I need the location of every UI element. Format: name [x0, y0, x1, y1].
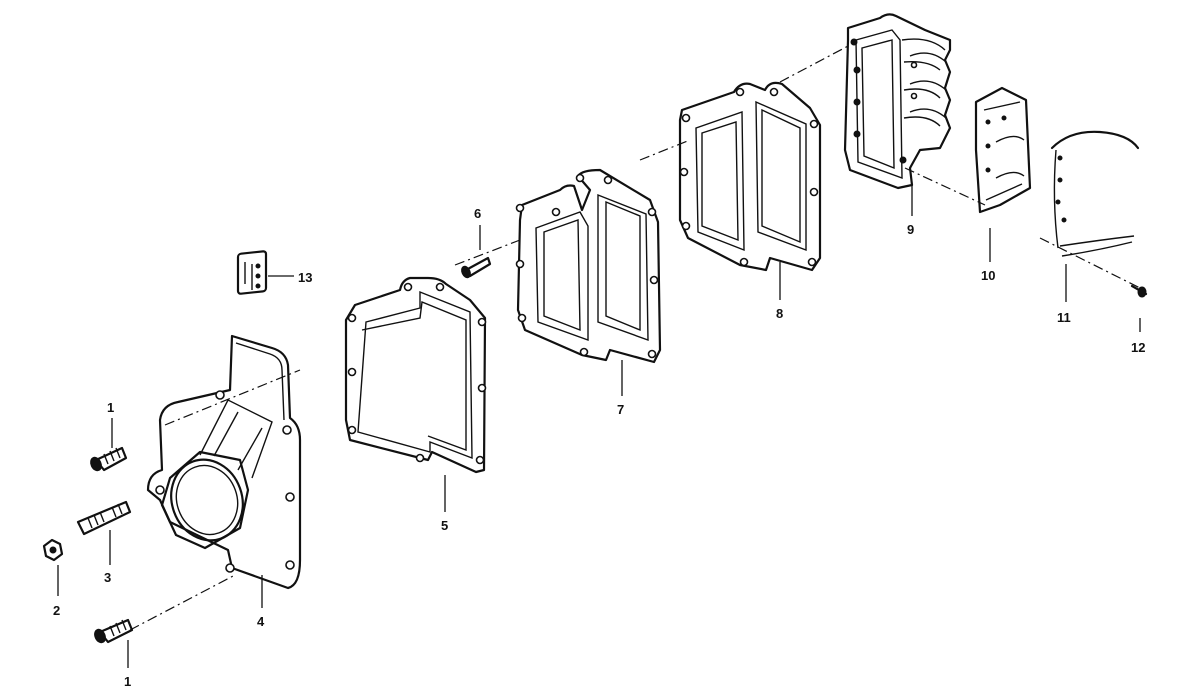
callout-1-lower: 1 — [124, 674, 131, 689]
callout-7: 7 — [617, 402, 624, 417]
callout-labels: 1 1 2 3 4 5 6 7 8 9 10 11 12 13 — [53, 206, 1145, 689]
part-1-bolt-upper — [90, 446, 128, 472]
callout-1-upper: 1 — [107, 400, 114, 415]
callout-5: 5 — [441, 518, 448, 533]
part-4-adapter-housing — [146, 334, 302, 590]
part-3-stud — [76, 500, 132, 536]
part-13-decal — [236, 250, 268, 295]
callout-8: 8 — [776, 306, 783, 321]
part-12-screw — [1130, 284, 1148, 298]
part-5-gasket — [344, 276, 487, 474]
callout-11: 11 — [1057, 310, 1071, 325]
callout-9: 9 — [907, 222, 914, 237]
part-11-reed-stop — [1050, 130, 1140, 257]
part-1-bolt-lower — [94, 618, 134, 644]
part-8-gasket — [678, 81, 822, 272]
part-10-reed-petal — [974, 86, 1032, 214]
callout-6: 6 — [474, 206, 481, 221]
callout-10: 10 — [981, 268, 995, 283]
callout-4: 4 — [257, 614, 265, 629]
part-6-screw — [461, 256, 492, 279]
callout-12: 12 — [1131, 340, 1145, 355]
callout-2: 2 — [53, 603, 60, 618]
leader-lines — [57, 185, 1141, 668]
alignment-axis — [129, 44, 1141, 631]
part-2-nut — [42, 538, 64, 562]
callout-3: 3 — [104, 570, 111, 585]
part-9-reed-block — [843, 13, 952, 190]
part-7-reed-plate — [515, 168, 662, 364]
callout-13: 13 — [298, 270, 312, 285]
